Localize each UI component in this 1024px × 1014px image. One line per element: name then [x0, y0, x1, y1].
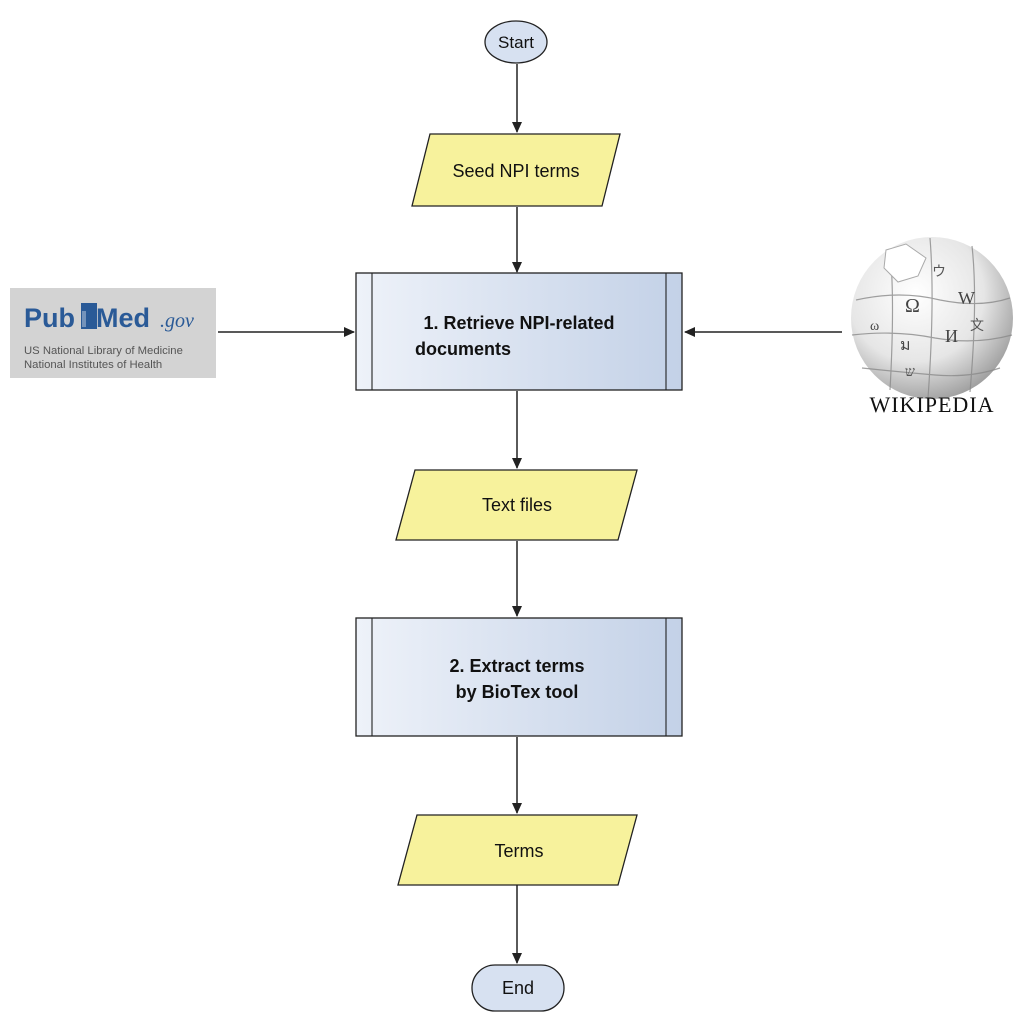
pubmed-m-icon — [81, 303, 97, 329]
svg-text:Ω: Ω — [905, 295, 920, 317]
wikipedia-wordmark: WIKIPEDIA — [869, 392, 994, 417]
svg-text:ม: ม — [900, 337, 911, 354]
svg-text:ω: ω — [870, 319, 879, 334]
terms-label: Terms — [495, 841, 544, 861]
connectors — [218, 64, 842, 964]
extract-process: 2. Extract terms by BioTex tool — [355, 617, 683, 737]
retrieve-process: 1. Retrieve NPI-related documents — [355, 272, 683, 391]
svg-text:文: 文 — [970, 318, 984, 334]
svg-text:ウ: ウ — [932, 264, 946, 280]
svg-text:И: И — [945, 326, 958, 346]
seed-terms-label: Seed NPI terms — [452, 161, 579, 181]
svg-text:W: W — [958, 288, 975, 308]
start-label: Start — [498, 33, 534, 52]
wikipedia-logo: Ω W И ω ม 文 ウ ש WIKIPEDIA — [851, 237, 1013, 417]
pubmed-line1: US National Library of Medicine — [24, 345, 183, 357]
retrieve-label-line1: 1. Retrieve NPI-related — [423, 313, 614, 333]
pubmed-logo-gov: .gov — [160, 310, 194, 332]
wikipedia-globe-icon: Ω W И ω ม 文 ウ ש — [851, 237, 1013, 399]
pubmed-logo: Pub Med .gov US National Library of Medi… — [10, 288, 216, 378]
pubmed-logo-pub: Pub — [24, 303, 75, 333]
end-label: End — [502, 978, 534, 998]
terms-data: Terms — [397, 814, 638, 886]
start-terminal: Start — [484, 20, 548, 64]
svg-text:ש: ש — [905, 365, 915, 380]
extract-label-line1: 2. Extract terms — [449, 656, 584, 676]
pubmed-logo-med: Med — [96, 303, 150, 333]
end-terminal: End — [471, 964, 565, 1012]
text-files-data: Text files — [395, 469, 638, 541]
pubmed-line2: National Institutes of Health — [24, 359, 162, 371]
retrieve-label-line2: documents — [415, 339, 511, 359]
extract-label-line2: by BioTex tool — [456, 682, 579, 702]
text-files-label: Text files — [482, 495, 552, 515]
seed-terms-data: Seed NPI terms — [411, 133, 621, 207]
